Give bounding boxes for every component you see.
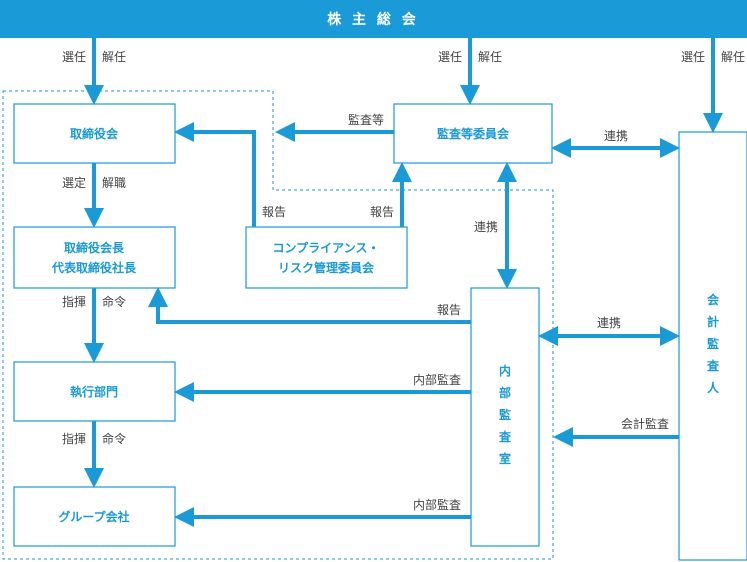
group-label: グループ会社 [58, 509, 129, 524]
internal-audit-char-2: 部 [499, 385, 511, 400]
label-order-2: 命令 [102, 431, 126, 446]
arrow-compliance-board [174, 122, 256, 227]
label-internal-audit-executive: 内部監査 [413, 372, 461, 387]
compliance-label-1: コンプライアンス・ [273, 240, 380, 255]
label-elect-accounting: 選任 [681, 50, 705, 64]
compliance-label-2: リスク管理委員会 [278, 260, 375, 275]
internal-audit-box [470, 287, 540, 547]
internal-audit-char-1: 内 [499, 363, 511, 378]
label-appoint: 選定 [62, 175, 86, 190]
chairman-label-1: 取締役会長 [64, 240, 125, 255]
chairman-box [13, 226, 176, 289]
label-dismiss-board: 解任 [102, 50, 126, 64]
accounting-auditor-char-3: 監 [707, 336, 719, 351]
shareholders-meeting-label: 株 主 総 会 [327, 11, 419, 28]
label-report-compliance-board: 報告 [262, 205, 286, 219]
internal-audit-char-3: 監 [499, 407, 511, 422]
accounting-auditor-char-1: 会 [707, 292, 720, 307]
shareholders-meeting-bar [0, 0, 747, 38]
label-dismiss-audit: 解任 [478, 50, 502, 64]
label-elect-board: 選任 [62, 50, 86, 64]
label-coordinate-top: 連携 [604, 128, 628, 143]
internal-audit-char-5: 室 [499, 451, 511, 466]
label-dismiss-accounting: 解任 [721, 50, 745, 64]
label-direct-2: 指揮 [62, 431, 86, 446]
label-accounting-audit: 会計監査 [621, 416, 669, 431]
company-boundary [2, 90, 554, 560]
internal-audit-char-4: 査 [498, 429, 512, 444]
audit-committee-label: 監査等委員会 [437, 126, 510, 141]
chairman-label-2: 代表取締役社長 [51, 260, 137, 275]
label-internal-audit-group: 内部監査 [413, 497, 461, 512]
label-report-internal: 報告 [437, 303, 461, 317]
executive-label: 執行部門 [70, 384, 118, 399]
accounting-auditor-char-5: 人 [707, 380, 720, 395]
label-coordinate-bottom: 連携 [597, 315, 621, 330]
group-box [13, 486, 176, 547]
label-report-compliance-audit: 報告 [370, 205, 394, 219]
label-direct-1: 指揮 [62, 294, 86, 309]
board-box [13, 103, 176, 164]
accounting-auditor-char-2: 計 [707, 314, 719, 329]
label-elect-audit: 選任 [438, 50, 462, 64]
arrow-internal-chairman [148, 287, 471, 324]
label-order-1: 命令 [102, 294, 126, 309]
board-label: 取締役会 [70, 126, 119, 141]
label-discharge: 解職 [102, 176, 126, 190]
label-coordinate-mid: 連携 [474, 219, 498, 234]
compliance-box [245, 226, 408, 289]
accounting-auditor-char-4: 査 [706, 358, 720, 373]
accounting-auditor-box [678, 131, 747, 561]
label-audit-etc: 監査等 [348, 112, 384, 127]
